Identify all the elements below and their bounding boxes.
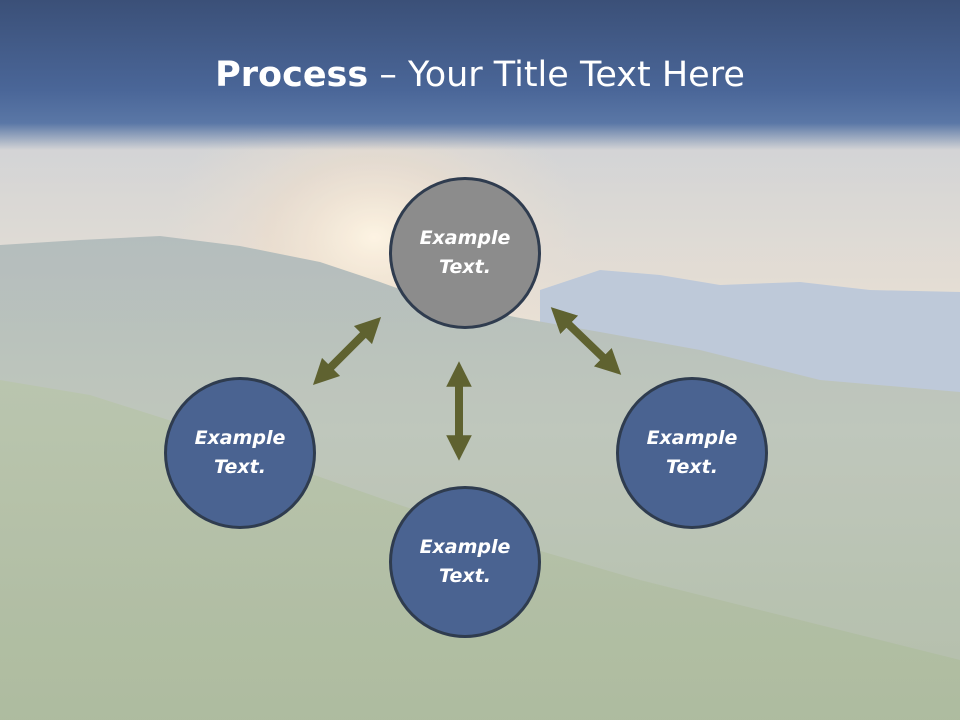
title-bold: Process	[215, 55, 369, 95]
title-band	[0, 0, 960, 150]
title-rest: – Your Title Text Here	[368, 55, 745, 95]
node-top-label: Example Text.	[419, 227, 511, 278]
slide-title: Process – Your Title Text Here	[0, 52, 960, 98]
node-bottom-label: Example Text.	[419, 536, 511, 587]
node-top: Example Text.	[389, 177, 541, 329]
node-left: Example Text.	[164, 377, 316, 529]
node-right-label: Example Text.	[646, 427, 738, 478]
node-right: Example Text.	[616, 377, 768, 529]
node-bottom: Example Text.	[389, 486, 541, 638]
node-left-label: Example Text.	[194, 427, 286, 478]
